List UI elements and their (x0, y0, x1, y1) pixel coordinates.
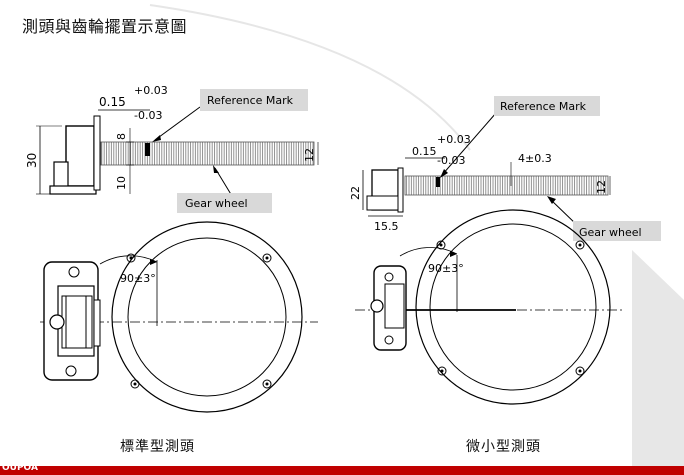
reference-mark-label-std: Reference Mark (207, 94, 294, 107)
mini-probe-caption: 微小型測頭 (466, 439, 541, 455)
footer-text: OUPOA (2, 463, 38, 473)
dim-height-std: 30 (25, 153, 39, 168)
dim-mark-offset-std: 8 (115, 133, 128, 140)
reference-mark-mini (436, 177, 440, 187)
dim-tol-minus-std: -0.03 (134, 109, 162, 122)
dim-tol-plus-std: +0.03 (134, 84, 168, 97)
gear-wheel-label-std: Gear wheel (185, 197, 248, 210)
footer-bar: OUPOA (0, 463, 684, 475)
mini-front-view: 90±3° (355, 209, 625, 405)
dim-angle-std: 90±3° (120, 272, 156, 285)
dim-gap-mini: 0.15 (412, 145, 437, 158)
reference-mark-label-box-mini (494, 96, 600, 116)
dim-tol-plus-mini: +0.03 (437, 133, 471, 146)
decorative-swoosh (149, 4, 471, 151)
dim-gear-width-mini: 12 (595, 180, 608, 194)
mini-side-view: 0.15 +0.03 -0.03 4±0.3 22 15.5 12 Refere… (349, 96, 661, 241)
dim-gap-std: 0.15 (99, 95, 126, 109)
reference-mark-label-mini: Reference Mark (500, 100, 587, 113)
gear-wheel-label-mini: Gear wheel (579, 226, 642, 239)
dim-base-width-mini: 15.5 (374, 220, 399, 233)
dim-angle-mini: 90±3° (428, 262, 464, 275)
dim-mark-mini: 4±0.3 (518, 152, 552, 165)
dim-tol-minus-mini: -0.03 (437, 154, 465, 167)
decorative-corner-shape (632, 250, 684, 470)
reference-mark-label-box-std (200, 89, 308, 111)
dim-height-mini: 22 (349, 186, 362, 200)
slide-title: 測頭與齒輪擺置示意圖 (22, 17, 188, 36)
dim-gear-width-std: 12 (303, 148, 316, 162)
standard-side-view: 0.15 +0.03 -0.03 30 8 10 12 Reference Ma… (25, 84, 319, 213)
standard-probe-caption: 標準型測頭 (120, 439, 195, 455)
dim-lower-std: 10 (115, 176, 128, 190)
reference-mark-std (145, 143, 150, 156)
gear-wheel-label-box-mini (573, 221, 661, 241)
gear-wheel-label-box-std (177, 193, 272, 213)
standard-front-view: 90±3° (40, 221, 318, 413)
